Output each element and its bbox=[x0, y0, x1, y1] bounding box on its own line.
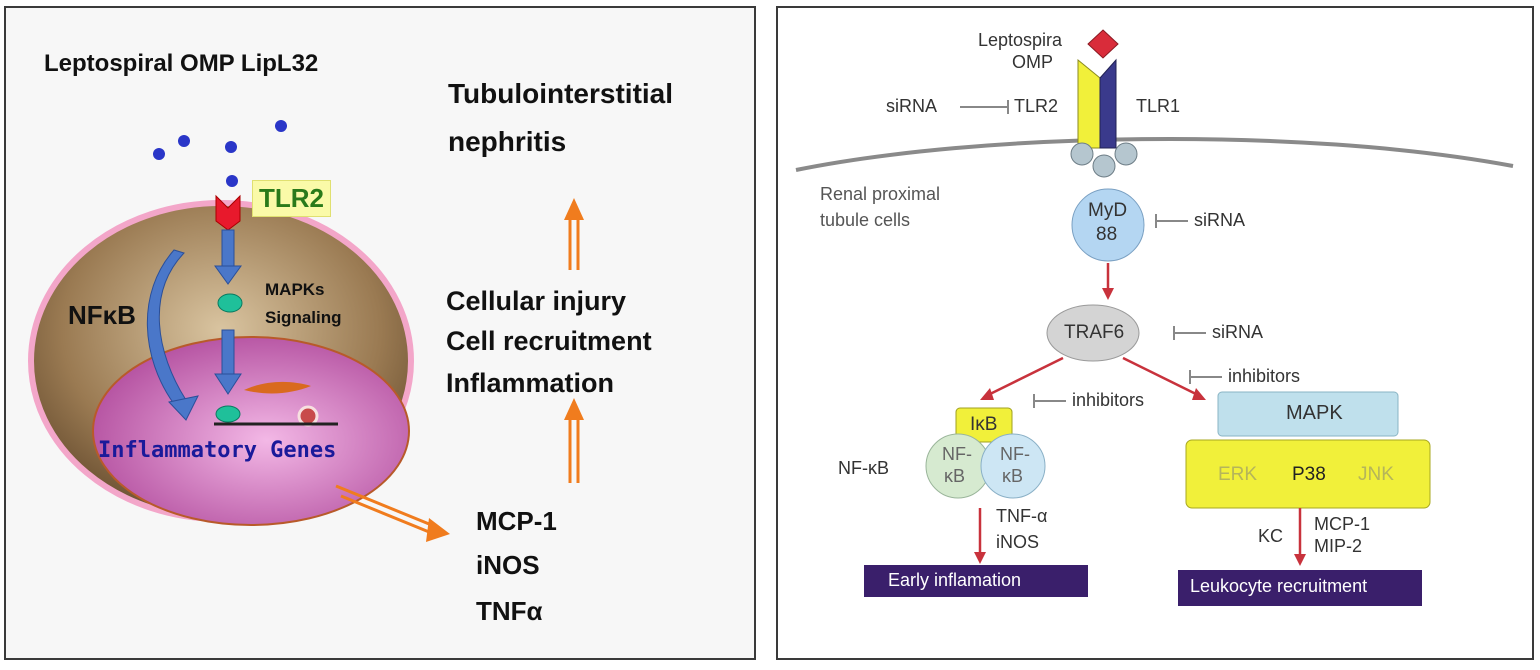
product-line: TNFα bbox=[476, 596, 543, 626]
tlr2-bar bbox=[1077, 58, 1101, 149]
early-inflammation-box bbox=[864, 565, 1088, 597]
secretion-arrow-head bbox=[426, 518, 450, 542]
nfkb-subunit-label: κB bbox=[1002, 466, 1024, 486]
omp-ligand bbox=[1087, 29, 1119, 59]
ligand-dot bbox=[225, 141, 237, 153]
right-panel: Leptospira OMP siRNA TLR2 TLR1 Renal pro… bbox=[776, 6, 1534, 660]
outcome-line2: nephritis bbox=[448, 126, 567, 157]
ligand-dot bbox=[275, 120, 287, 132]
early-inflammation-label: Early inflamation bbox=[888, 570, 1022, 590]
sirna-label: siRNA bbox=[886, 96, 938, 116]
left-title: Leptospiral OMP LipL32 bbox=[44, 50, 319, 77]
myd88-label: MyD bbox=[1088, 200, 1128, 221]
mrna-strand bbox=[244, 381, 311, 394]
mapks-label: MAPKs bbox=[265, 280, 325, 299]
tlr2-label: TLR2 bbox=[1014, 96, 1059, 116]
mapk-box bbox=[1217, 391, 1399, 437]
secretion-arrow bbox=[340, 494, 435, 536]
signal-arrow bbox=[221, 229, 235, 269]
kinase-node bbox=[217, 293, 243, 313]
signal-arrow bbox=[985, 356, 1064, 398]
myd88-label: 88 bbox=[1096, 224, 1118, 245]
tlr1-label: TLR1 bbox=[1136, 96, 1181, 116]
effect-line: Cell recruitment bbox=[446, 326, 652, 356]
inhibitors-label: inhibitors bbox=[1072, 390, 1145, 410]
signal-arrow bbox=[221, 329, 235, 377]
signal-arrow-head bbox=[974, 552, 986, 564]
nfkb-subunit-label: NF- bbox=[942, 444, 972, 464]
kc-label: KC bbox=[1258, 526, 1284, 546]
product-line: MCP-1 bbox=[476, 506, 557, 536]
signal-arrow-head bbox=[214, 265, 242, 285]
cell-membrane bbox=[795, 137, 1514, 172]
mip2-label: MIP-2 bbox=[1314, 536, 1363, 556]
adaptor-sphere bbox=[1114, 142, 1138, 166]
sirna-label: siRNA bbox=[1212, 322, 1264, 342]
signal-arrow bbox=[1122, 356, 1201, 398]
leukocyte-recruitment-box bbox=[1178, 570, 1422, 606]
cell-type-label: Renal proximal bbox=[820, 184, 941, 204]
sirna-label: siRNA bbox=[1194, 210, 1246, 230]
traf6-label: TRAF6 bbox=[1064, 322, 1125, 343]
signal-arrow-head bbox=[1294, 554, 1306, 566]
ligand-label: OMP bbox=[1012, 52, 1054, 72]
adaptor-sphere bbox=[1092, 154, 1116, 178]
jnk-label: JNK bbox=[1358, 464, 1394, 485]
genes-label: Inflammatory Genes bbox=[98, 438, 337, 463]
signal-arrow-head bbox=[1102, 288, 1114, 300]
tlr1-bar bbox=[1099, 58, 1117, 149]
tnf-label: TNF-α bbox=[996, 506, 1048, 526]
traf6-node bbox=[1046, 304, 1140, 362]
effect-line: Inflammation bbox=[446, 368, 615, 398]
nfkb-subunit-label: NF- bbox=[1000, 444, 1030, 464]
signal-arrow-head bbox=[980, 388, 994, 400]
bound-factor bbox=[215, 405, 241, 423]
tlr2-receptor bbox=[215, 194, 241, 231]
ligand-dot bbox=[226, 175, 238, 187]
upward-arrow-head bbox=[564, 198, 584, 220]
nfkb-complex-label: NF-κB bbox=[838, 458, 889, 478]
ligand-label: Leptospira bbox=[978, 30, 1063, 50]
inos-label: iNOS bbox=[996, 532, 1040, 552]
outcome-line1: Tubulointerstitial bbox=[448, 78, 674, 109]
left-panel-graphics bbox=[28, 120, 584, 542]
leukocyte-recruitment-label: Leukocyte recruitment bbox=[1190, 576, 1368, 596]
myd88-node bbox=[1071, 188, 1145, 262]
erk-label: ERK bbox=[1218, 464, 1258, 485]
nfkb-label: NFκB bbox=[68, 300, 136, 330]
tlr2-label: TLR2 bbox=[252, 180, 331, 217]
kinase-box bbox=[1185, 439, 1431, 509]
cell-type-label: tubule cells bbox=[820, 210, 911, 230]
signal-arrow-head bbox=[214, 373, 242, 395]
nfkb-arrow-head bbox=[168, 395, 199, 421]
mapk-label: MAPK bbox=[1286, 402, 1343, 424]
upward-arrow-head bbox=[564, 398, 584, 420]
inhibitors-label: inhibitors bbox=[1228, 366, 1301, 386]
adaptor-sphere bbox=[1070, 142, 1094, 166]
polymerase bbox=[297, 405, 319, 427]
nfkb-subunit-label: κB bbox=[944, 466, 966, 486]
ligand-dot bbox=[178, 135, 190, 147]
ikb-box bbox=[955, 407, 1013, 443]
ligand-dot bbox=[153, 148, 165, 160]
nfkb-subunit-b bbox=[980, 433, 1046, 499]
right-panel-graphics bbox=[795, 29, 1514, 606]
p38-label: P38 bbox=[1292, 464, 1326, 485]
signal-arrow-head bbox=[1192, 388, 1206, 400]
effect-line: Cellular injury bbox=[446, 286, 627, 316]
ikb-label: IκB bbox=[970, 414, 998, 435]
mcp1-label: MCP-1 bbox=[1314, 514, 1371, 534]
left-panel: Leptospiral OMP LipL32 TLR2 NFκB MAPKs S… bbox=[4, 6, 756, 660]
product-line: iNOS bbox=[476, 550, 540, 580]
secretion-arrow bbox=[335, 484, 435, 528]
signaling-label: Signaling bbox=[265, 308, 342, 327]
